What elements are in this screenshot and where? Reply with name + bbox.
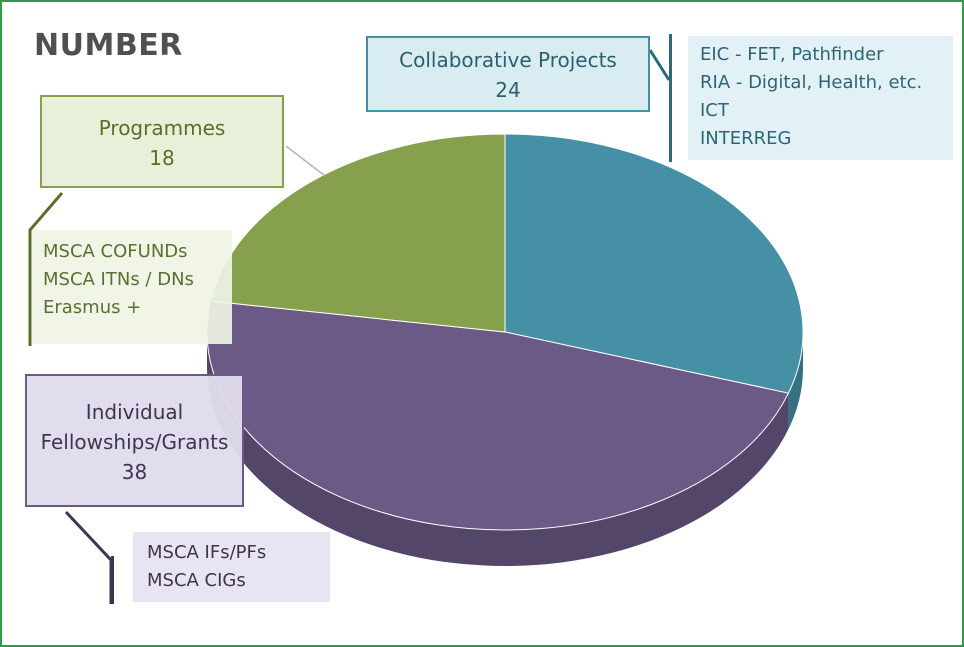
indiv-detail-bracket: [64, 510, 113, 604]
prog-detail-item: MSCA COFUNDs: [43, 241, 188, 262]
collab-detail-item: EIC - FET, Pathfinder: [700, 44, 884, 65]
collab-detail-item: INTERREG: [700, 128, 792, 149]
indiv-label-value: 38: [121, 460, 148, 484]
collab-label-name: Collaborative Projects: [399, 48, 617, 72]
pie-slices: [206, 133, 804, 531]
collab-label-value: 24: [495, 78, 521, 102]
prog-label-value: 18: [149, 146, 175, 170]
prog-detail-box: MSCA COFUNDs MSCA ITNs / DNs Erasmus +: [32, 230, 232, 344]
prog-label-name: Programmes: [98, 116, 226, 140]
prog-detail-bracket: [28, 192, 64, 346]
indiv-detail-box: MSCA IFs/PFs MSCA CIGs: [133, 532, 330, 602]
prog-leader-line: [285, 145, 326, 177]
collab-label-box: Collaborative Projects 24: [366, 36, 650, 112]
chart-title: NUMBER: [34, 28, 183, 63]
indiv-label-line2: Fellowships/Grants: [40, 430, 229, 454]
indiv-label-line1: Individual: [85, 400, 184, 424]
pie-slice-collaborative-projects: [504, 133, 804, 394]
indiv-detail-item: MSCA IFs/PFs: [147, 542, 267, 563]
prog-label-box: Programmes 18: [40, 95, 284, 188]
pie-side-collaborative-projects: [788, 332, 803, 430]
prog-detail-item: Erasmus +: [43, 297, 142, 318]
indiv-label-box: Individual Fellowships/Grants 38: [25, 374, 244, 507]
indiv-detail-item: MSCA CIGs: [147, 570, 246, 591]
collab-leader-line: [648, 49, 671, 81]
prog-detail-item: MSCA ITNs / DNs: [43, 269, 194, 290]
collab-detail-item: RIA - Digital, Health, etc.: [700, 72, 923, 93]
collab-detail-item: ICT: [700, 100, 729, 121]
collab-detail-line: [669, 34, 672, 162]
collab-detail-box: EIC - FET, Pathfinder RIA - Digital, Hea…: [688, 36, 953, 160]
indiv-detail-line: [111, 556, 114, 604]
